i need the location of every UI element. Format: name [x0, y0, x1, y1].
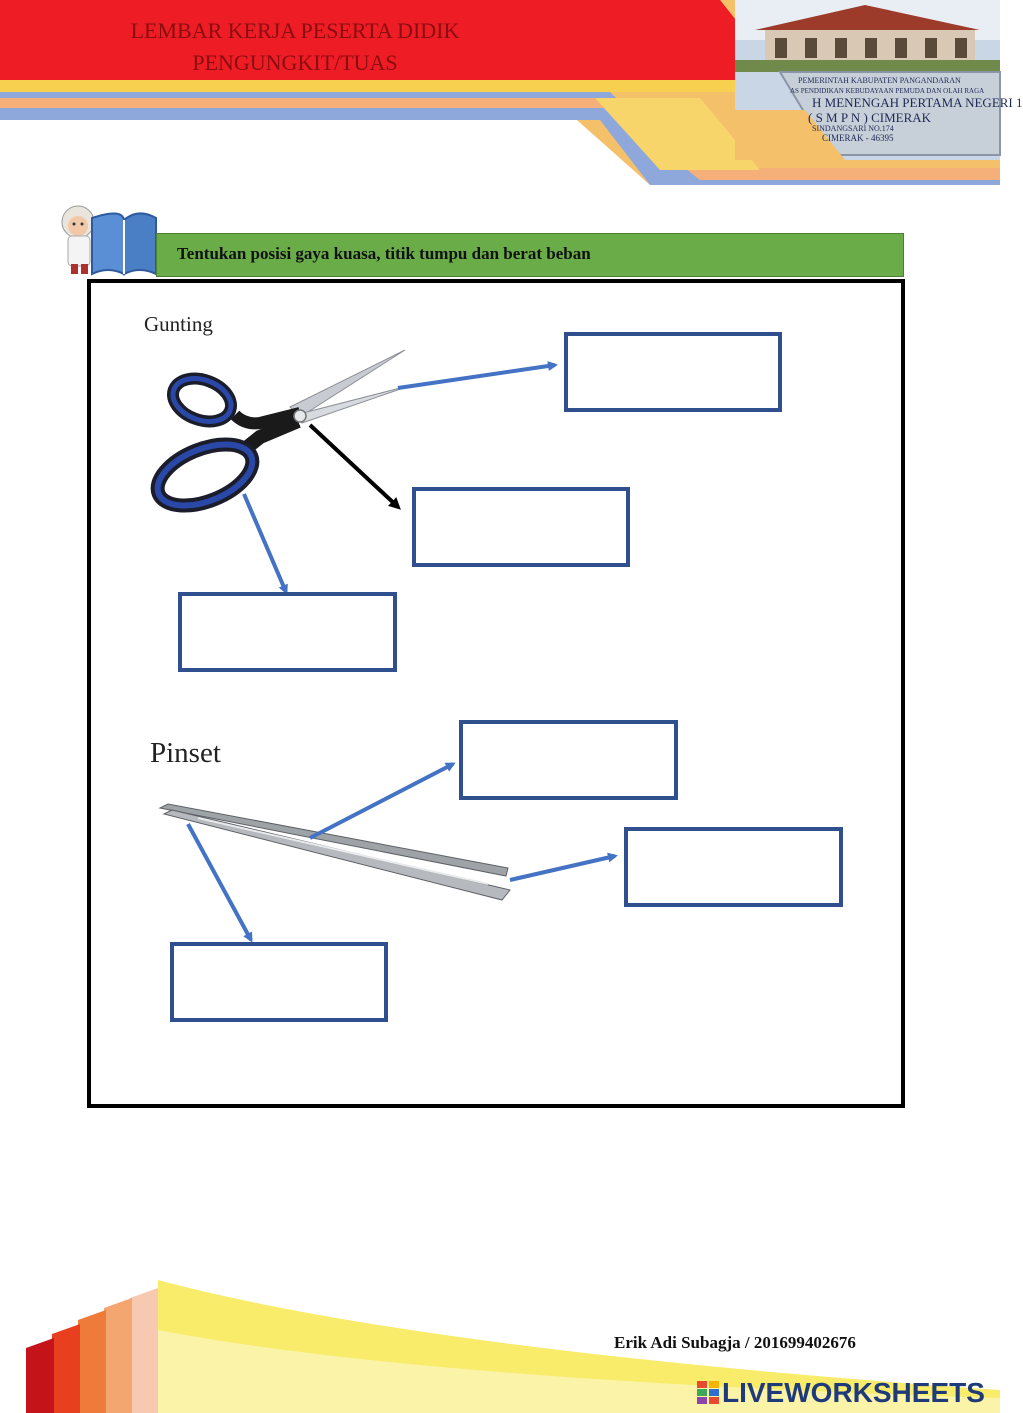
- answer-box-scissors-1[interactable]: [564, 332, 782, 412]
- school-sign-line5: SINDANGSARI NO.174: [812, 124, 894, 133]
- answer-box-scissors-2[interactable]: [412, 487, 630, 567]
- label-tweezers: Pinset: [150, 737, 221, 769]
- school-photo: [735, 0, 1001, 160]
- instruction-bar: Tentukan posisi gaya kuasa, titik tumpu …: [156, 233, 904, 277]
- answer-box-tweezers-2[interactable]: [624, 827, 843, 907]
- footer-decoration: [26, 1280, 1000, 1413]
- answer-box-scissors-3[interactable]: [178, 592, 397, 672]
- worksheet-frame: [87, 279, 905, 1108]
- school-sign-line6: CIMERAK - 46395: [822, 133, 894, 143]
- school-sign-line3: H MENENGAH PERTAMA NEGERI 1: [812, 95, 1023, 110]
- tweezers-image: [158, 803, 511, 901]
- worksheet-title: LEMBAR KERJA PESERTA DIDIK: [130, 18, 460, 43]
- scientist-book-illustration: [61, 205, 157, 276]
- label-scissors: Gunting: [144, 312, 213, 336]
- answer-box-tweezers-3[interactable]: [170, 942, 388, 1022]
- author-credit: Erik Adi Subagja / 201699402676: [614, 1333, 856, 1352]
- worksheet-subtitle: PENGUNGKIT/TUAS: [192, 50, 398, 75]
- liveworksheets-logo-icon: [697, 1381, 719, 1404]
- school-sign-line4: ( S M P N ) CIMERAK: [808, 110, 932, 125]
- school-sign-line2: AS PENDIDIKAN KEBUDAYAAN PEMUDA DAN OLAH…: [790, 87, 985, 95]
- scissors-image: [150, 349, 413, 513]
- answer-box-tweezers-1[interactable]: [459, 720, 678, 800]
- liveworksheets-logo-text: LIVEWORKSHEETS: [722, 1377, 985, 1408]
- instruction-text: Tentukan posisi gaya kuasa, titik tumpu …: [177, 244, 591, 263]
- school-sign-line1: PEMERINTAH KABUPATEN PANGANDARAN: [798, 76, 961, 85]
- liveworksheets-logo[interactable]: LIVEWORKSHEETS: [697, 1376, 985, 1410]
